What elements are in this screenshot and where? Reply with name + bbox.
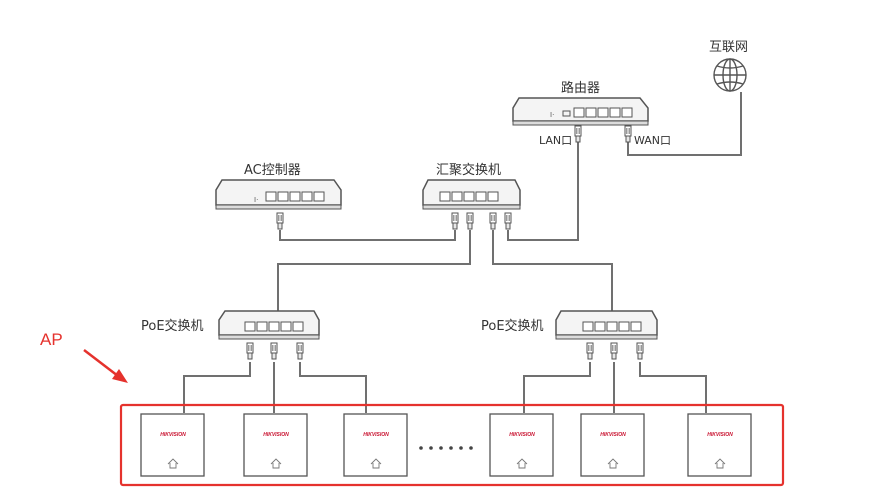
ethernet-plug-icon [636, 342, 644, 360]
ethernet-plug-icon [610, 342, 618, 360]
ap-unit: HIKVISION [243, 413, 308, 477]
svg-text:HIKVISION: HIKVISION [600, 432, 626, 438]
ethernet-plug-icon [489, 212, 497, 230]
ac-controller-device: I· [215, 179, 342, 210]
cable-internet-wan [627, 92, 742, 156]
svg-text:HIKVISION: HIKVISION [363, 432, 389, 438]
cable-poe-left-ap3 [299, 362, 367, 413]
cable-aggregation-poe-right [492, 230, 613, 312]
cable-lan-aggregation [507, 140, 579, 241]
svg-text:HIKVISION: HIKVISION [160, 432, 186, 438]
ethernet-plug-icon [296, 342, 304, 360]
poe-switch-right-label: PoE交换机 [481, 319, 544, 334]
ap-highlight-box [119, 403, 785, 487]
ethernet-plug-icon [466, 212, 474, 230]
ethernet-plug-icon [504, 212, 512, 230]
poe-switch-left-label: PoE交换机 [141, 319, 204, 334]
ellipsis-dots [419, 446, 473, 450]
ethernet-plug-icon [276, 212, 284, 230]
cable-ac-aggregation [279, 230, 456, 241]
cable-poe-left-ap1 [183, 362, 251, 413]
cable-aggregation-poe-left [277, 230, 471, 312]
internet-label: 互联网 [709, 40, 749, 55]
aggregation-switch-label: 汇聚交换机 [436, 163, 502, 178]
globe-icon [713, 58, 747, 92]
ethernet-plug-icon [246, 342, 254, 360]
cable-poe-right-ap4 [523, 362, 591, 413]
ethernet-plug-icon [586, 342, 594, 360]
ap-annotation-label: AP [40, 330, 63, 349]
router-device: I· [512, 97, 649, 126]
ethernet-plug-icon [624, 125, 632, 143]
router-label: 路由器 [561, 81, 601, 96]
svg-text:HIKVISION: HIKVISION [509, 432, 535, 438]
poe-switch-left-device [218, 310, 320, 340]
ap-unit: HIKVISION [140, 413, 205, 477]
ap-unit: HIKVISION [343, 413, 408, 477]
wan-port-label: WAN口 [634, 134, 672, 147]
ethernet-plug-icon [270, 342, 278, 360]
cables [183, 92, 742, 413]
ac-controller-label: AC控制器 [244, 163, 301, 178]
cable-poe-right-ap6 [639, 362, 707, 413]
access-points: HIKVISION HIKVISION HIKVISION HIKVISION … [140, 413, 752, 477]
ap-arrow-icon [83, 349, 128, 383]
ap-unit: HIKVISION [489, 413, 554, 477]
svg-text:HIKVISION: HIKVISION [263, 432, 289, 438]
ap-unit: HIKVISION [580, 413, 645, 477]
aggregation-switch-device [422, 179, 521, 210]
svg-text:HIKVISION: HIKVISION [707, 432, 733, 438]
poe-switch-right-device [555, 310, 658, 340]
svg-text:I·: I· [550, 111, 554, 119]
ethernet-plug-icon [574, 125, 582, 143]
ap-unit: HIKVISION [687, 413, 752, 477]
svg-text:I·: I· [254, 196, 258, 204]
ethernet-plug-icon [451, 212, 459, 230]
lan-port-label: LAN口 [539, 134, 573, 147]
